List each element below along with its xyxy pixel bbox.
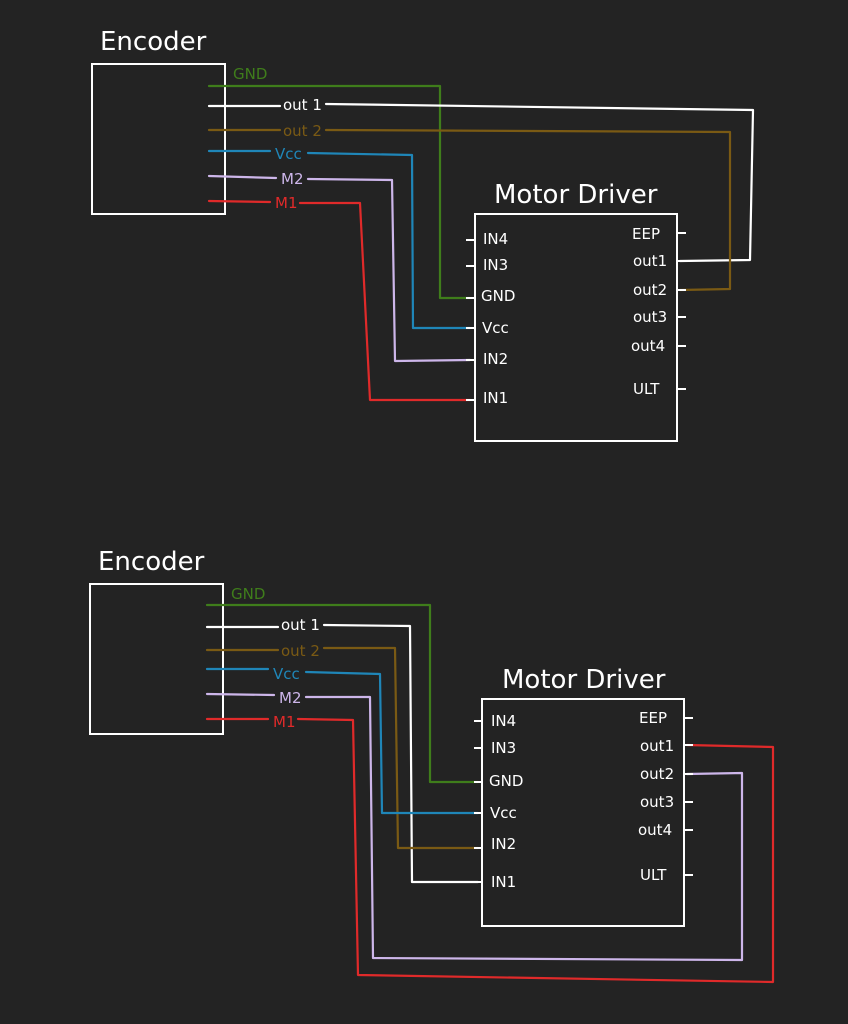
enc-label-vcc: Vcc [275, 145, 302, 163]
driver-pin-gnd: GND [481, 287, 515, 305]
driver-box [474, 213, 678, 442]
enc-label-vcc-2: Vcc [273, 665, 300, 683]
driver-title-2: Motor Driver [502, 665, 666, 695]
wire-gnd [207, 84, 472, 300]
enc-label-out1: out 1 [283, 96, 322, 114]
driver-pin-ult-2: ULT [640, 866, 667, 884]
driver-pin-in3-2: IN3 [491, 739, 516, 757]
driver-pin-out2: out2 [633, 281, 667, 299]
wire-m2-2 [205, 692, 744, 962]
enc-label-out2-2: out 2 [281, 642, 320, 660]
wire-m1 [207, 199, 472, 402]
enc-label-m1: M1 [275, 194, 298, 212]
encoder-title: Encoder [100, 27, 207, 57]
encoder-box [91, 63, 226, 215]
driver-pin-out3-2: out3 [640, 793, 674, 811]
enc-label-gnd: GND [233, 65, 267, 83]
enc-label-out2: out 2 [283, 122, 322, 140]
encoder-box-2 [89, 583, 224, 735]
driver-pin-eep-2: EEP [639, 709, 667, 727]
driver-pin-vcc: Vcc [482, 319, 509, 337]
driver-pin-vcc-2: Vcc [490, 804, 517, 822]
wire-vcc [207, 149, 472, 330]
driver-pin-ult: ULT [633, 380, 660, 398]
driver-pin-out2-2: out2 [640, 765, 674, 783]
driver-pin-out1-2: out1 [640, 737, 674, 755]
driver-pin-in1-2: IN1 [491, 873, 516, 891]
diagram-top: Encoder Motor Driver GND out 1 out 2 Vcc… [91, 27, 755, 442]
diagram-bottom: Encoder Motor Driver GND out 1 out 2 Vcc… [89, 547, 775, 984]
enc-label-gnd-2: GND [231, 585, 265, 603]
wire-m1-2 [205, 717, 775, 984]
driver-pin-out4: out4 [631, 337, 665, 355]
wire-out1 [207, 102, 755, 263]
driver-pin-out1: out1 [633, 252, 667, 270]
wire-out2 [207, 128, 732, 292]
enc-label-m2-2: M2 [279, 689, 302, 707]
enc-label-out1-2: out 1 [281, 616, 320, 634]
wire-out2-2 [205, 646, 480, 850]
driver-pin-gnd-2: GND [489, 772, 523, 790]
driver-pin-eep: EEP [632, 225, 660, 243]
enc-label-m2: M2 [281, 170, 304, 188]
wire-m2 [207, 174, 472, 363]
driver-pin-in3: IN3 [483, 256, 508, 274]
driver-pin-out3: out3 [633, 308, 667, 326]
wire-gnd-2 [205, 603, 480, 784]
driver-pin-in2: IN2 [483, 350, 508, 368]
wire-vcc-2 [205, 667, 480, 815]
enc-label-m1-2: M1 [273, 713, 296, 731]
driver-pin-in4-2: IN4 [491, 712, 516, 730]
encoder-title-2: Encoder [98, 547, 205, 577]
driver-pin-out4-2: out4 [638, 821, 672, 839]
driver-title: Motor Driver [494, 180, 658, 210]
driver-pin-in4: IN4 [483, 230, 508, 248]
driver-pin-in2-2: IN2 [491, 835, 516, 853]
wire-out1-2 [205, 623, 480, 884]
driver-pin-in1: IN1 [483, 389, 508, 407]
